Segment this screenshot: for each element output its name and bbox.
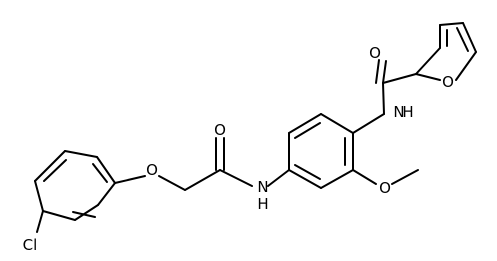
bond — [43, 159, 67, 182]
bond — [391, 169, 419, 185]
bond — [184, 169, 221, 191]
bond — [415, 47, 441, 75]
bond — [382, 60, 387, 84]
bond — [352, 113, 385, 134]
bond — [382, 73, 417, 84]
atom-label-methoxy-oxygen: O — [379, 179, 391, 197]
bond — [415, 73, 441, 81]
bond — [96, 156, 116, 184]
bond — [158, 175, 186, 191]
bond — [288, 113, 322, 134]
bond — [375, 59, 380, 84]
atom-label-furan-oxygen: O — [442, 73, 454, 91]
bond — [294, 164, 321, 180]
atom-label-amide-nitrogen-left: N — [257, 178, 268, 196]
atom-label-amide-nitrogen-right: N — [393, 103, 404, 121]
bond — [294, 122, 321, 139]
atom-labels: O O N H Cl O N H O O — [23, 44, 454, 254]
bond — [92, 163, 108, 183]
atom-label-ether-oxygen: O — [146, 161, 158, 179]
bond — [455, 51, 477, 81]
bond — [462, 22, 477, 53]
bond — [267, 169, 290, 187]
bond — [42, 210, 76, 221]
atom-label-amide-hydrogen-right: H — [402, 103, 413, 121]
bond-lines — [34, 22, 477, 233]
bond — [36, 210, 44, 233]
bond — [352, 169, 377, 185]
bond — [456, 27, 469, 52]
bond — [97, 182, 116, 206]
atom-label-chlorine: Cl — [23, 236, 38, 254]
bond — [382, 82, 385, 115]
bond — [288, 169, 322, 189]
bond — [439, 22, 464, 26]
atom-label-carbonyl-oxygen-furan-amide: O — [369, 44, 381, 62]
bond — [34, 150, 66, 182]
bond — [64, 150, 98, 158]
bond — [320, 113, 354, 134]
bond — [320, 169, 354, 189]
bond — [34, 180, 44, 212]
bond — [219, 169, 253, 187]
atom-label-carbonyl-oxygen-left: O — [214, 121, 226, 139]
bond — [74, 204, 99, 221]
bond — [114, 175, 146, 184]
atom-label-amide-hydrogen-left: H — [257, 195, 268, 213]
